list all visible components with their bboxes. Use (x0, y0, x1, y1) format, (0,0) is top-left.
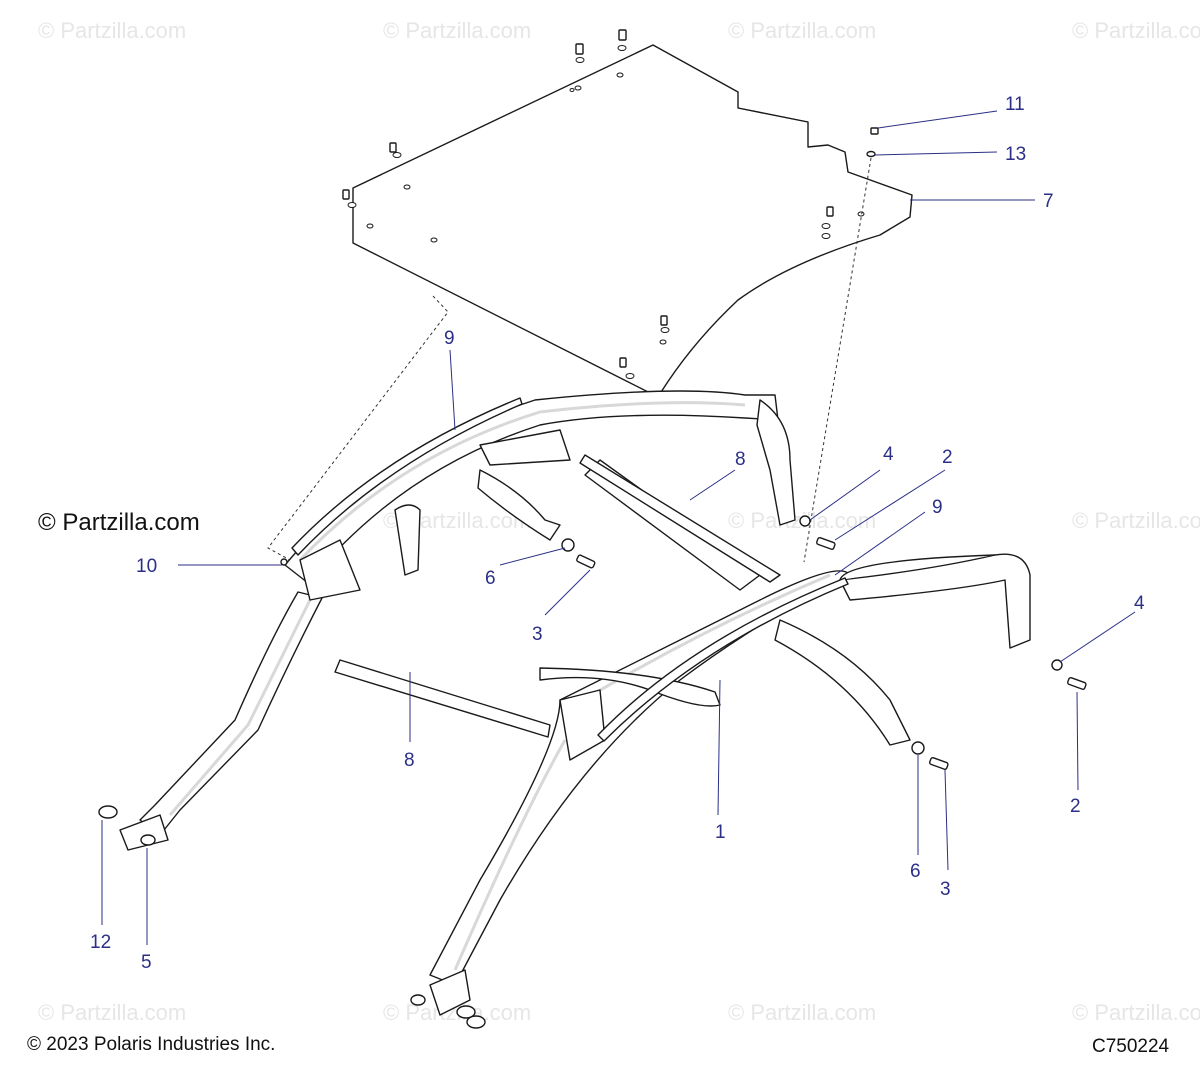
callout-2: 2 (942, 447, 953, 468)
watermark-text: © Partzilla.com (728, 1000, 876, 1025)
callout-3: 3 (940, 879, 951, 900)
callout-12: 12 (90, 932, 111, 953)
trim-strip-right (597, 577, 849, 742)
callout-1: 1 (715, 822, 726, 843)
roof-bolts (342, 29, 879, 368)
reference-line (803, 157, 872, 563)
callout-5: 5 (141, 952, 152, 973)
main-watermark-text: © Partzilla.com (38, 509, 200, 536)
trim-strip-left (291, 397, 523, 556)
leader-lines (101, 110, 1136, 945)
callout-13: 13 (1005, 144, 1026, 165)
watermark-text: © Partzilla.com (1072, 18, 1200, 43)
crossbar-front (334, 659, 551, 738)
callout-2: 2 (1070, 796, 1081, 817)
callout-4: 4 (1134, 593, 1145, 614)
callout-9: 9 (444, 328, 455, 349)
callout-6: 6 (910, 861, 921, 882)
watermark-text: © Partzilla.com (728, 18, 876, 43)
watermark-text: © Partzilla.com (38, 1000, 186, 1025)
reference-line (267, 295, 449, 561)
crossbar-rear (579, 454, 781, 583)
copyright-text: © 2023 Polaris Industries Inc. (27, 1034, 276, 1055)
callout-8: 8 (735, 449, 746, 470)
hardware (280, 515, 1087, 770)
roof-panel (347, 44, 913, 398)
callout-6: 6 (485, 568, 496, 589)
watermark-text: © Partzilla.com (1072, 1000, 1200, 1025)
callout-9: 9 (932, 497, 943, 518)
watermark-text: © Partzilla.com (38, 18, 186, 43)
watermark-text: © Partzilla.com (1072, 508, 1200, 533)
watermark-text: © Partzilla.com (383, 18, 531, 43)
callout-8: 8 (404, 750, 415, 771)
diagram-code: C750224 (1092, 1036, 1170, 1057)
callout-10: 10 (136, 556, 157, 577)
callout-11: 11 (1005, 94, 1025, 115)
roll-cage (98, 390, 1031, 1029)
callouts: 11 13 7 9 8 4 2 9 10 6 3 4 8 1 2 6 3 12 … (90, 94, 1145, 973)
callout-3: 3 (532, 624, 543, 645)
roof-fasteners (347, 45, 865, 379)
callout-4: 4 (883, 444, 894, 465)
callout-7: 7 (1043, 191, 1054, 212)
